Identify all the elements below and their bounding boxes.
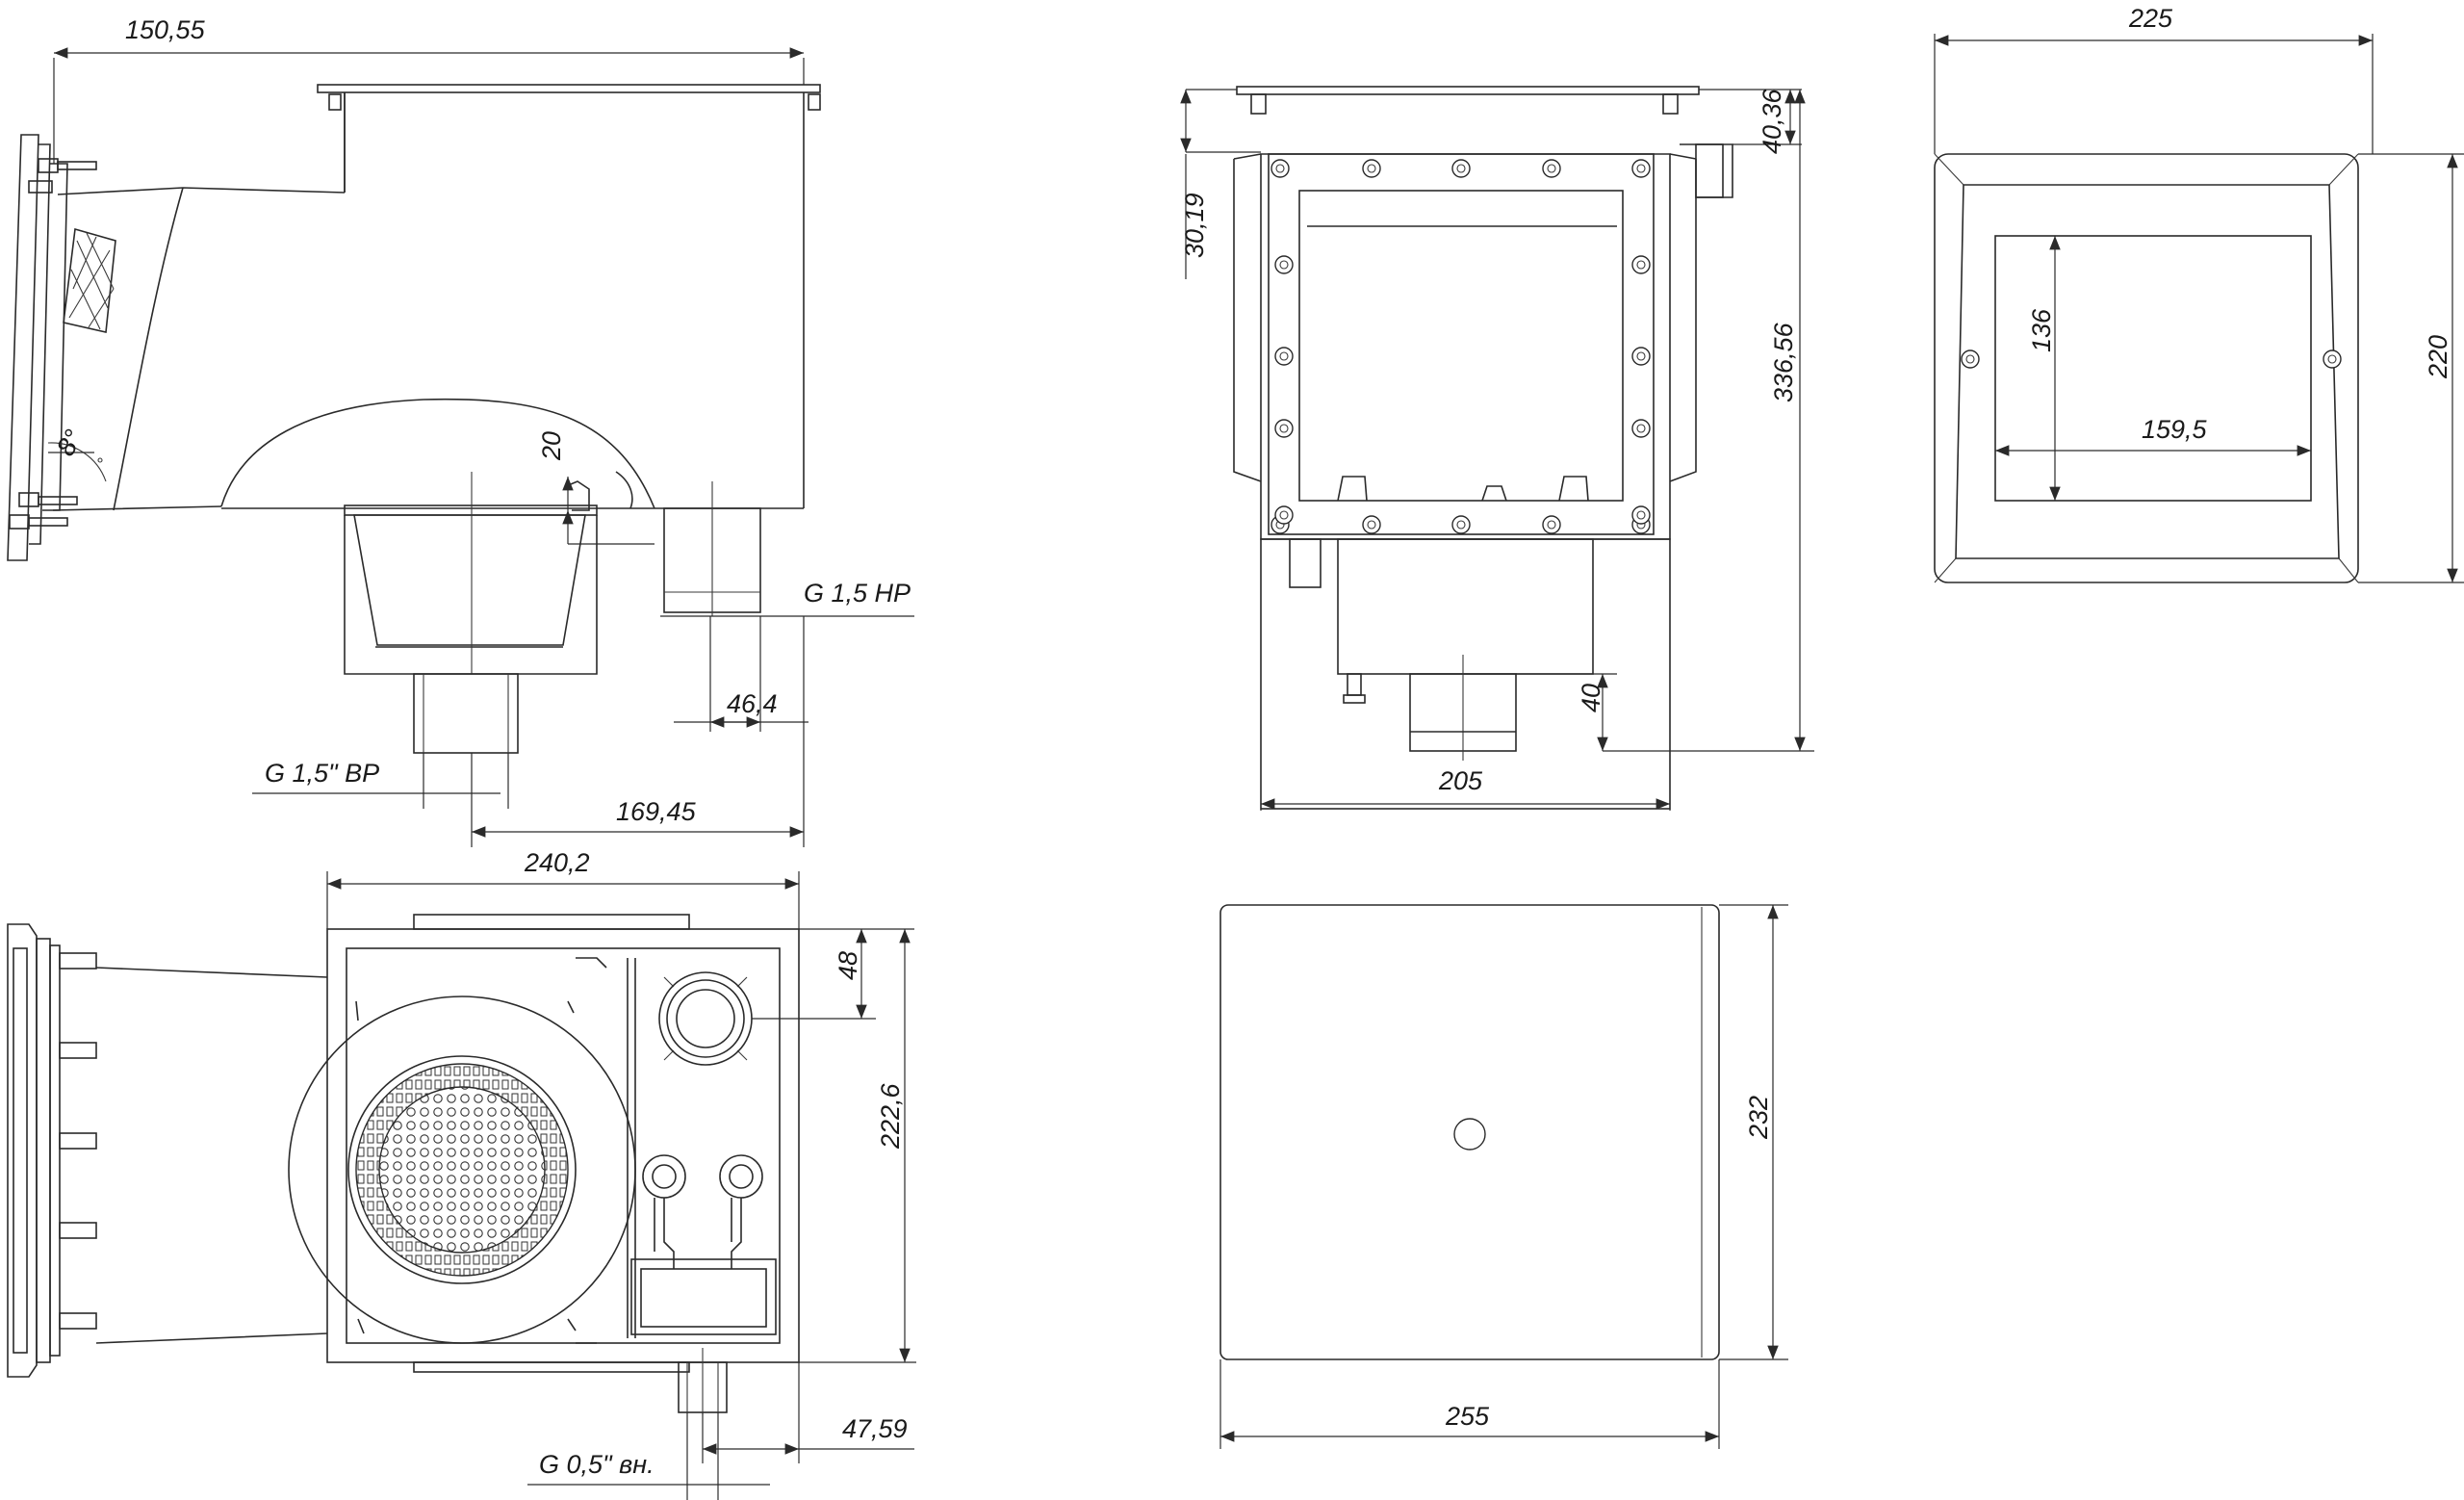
label-thread-hp: G 1,5 НР — [804, 579, 911, 608]
bolt-hole-inner — [1367, 520, 1376, 530]
bolt-hole — [1274, 419, 1294, 438]
bolt-hole — [1631, 505, 1651, 525]
bolt-hole-inner — [1636, 260, 1646, 270]
bolt-hole — [1451, 515, 1471, 534]
dim-40-36: 40,36 — [1758, 88, 1786, 154]
bolt-hole-inner — [1547, 520, 1556, 530]
bolt-hole-inner — [1456, 164, 1466, 173]
bolt-hole-inner — [1275, 164, 1285, 173]
dim-222-6: 222,6 — [876, 1082, 905, 1150]
bolt-hole-inner — [1279, 510, 1289, 520]
bolt-hole-inner — [1636, 164, 1646, 173]
label-thread-vn: G 0,5" вн. — [539, 1450, 654, 1479]
flange-plate-view — [1934, 153, 2359, 583]
bolt-hole — [1631, 159, 1651, 178]
bolt-hole-inner — [1636, 510, 1646, 520]
dim-159-5: 159,5 — [2142, 415, 2208, 444]
flange-plate-dimensions: 225 220 136 159,5 — [1934, 4, 2464, 583]
bolt-hole — [1631, 255, 1651, 274]
front-view-dimensions: 30,19 40,36 336,56 40 205 — [1180, 88, 1814, 811]
bolt-hole — [1631, 347, 1651, 366]
top-view — [7, 914, 800, 1415]
bolt-hole — [1362, 159, 1381, 178]
bolt-hole — [1274, 505, 1294, 525]
side-section-view: 8° — [7, 84, 821, 754]
bolt-hole-inner — [1456, 520, 1466, 530]
bolt-hole — [1542, 515, 1561, 534]
dim-150-55: 150,55 — [125, 15, 206, 44]
bolt-hole — [1542, 159, 1561, 178]
label-thread-bp: G 1,5" ВР — [265, 759, 379, 788]
bolt-hole-inner — [1547, 164, 1556, 173]
dim-20: 20 — [537, 431, 566, 461]
dim-169-45: 169,45 — [616, 797, 697, 826]
lid-dimensions: 232 255 — [1219, 904, 1788, 1449]
dim-220: 220 — [2424, 335, 2452, 379]
bolt-hole — [1362, 515, 1381, 534]
svg-text:8°: 8° — [51, 425, 89, 461]
dim-30-19: 30,19 — [1180, 193, 1209, 258]
bolt-hole-inner — [1279, 424, 1289, 433]
bolt-hole-inner — [1279, 260, 1289, 270]
bolt-hole — [1631, 419, 1651, 438]
dim-240-2: 240,2 — [524, 848, 590, 877]
dim-232: 232 — [1744, 1096, 1773, 1140]
dim-205: 205 — [1438, 766, 1483, 795]
front-view-bolts — [1270, 159, 1651, 534]
bolt-hole — [1270, 159, 1290, 178]
side-section-dimensions: 150,55 20 G 1,5 НР 46,4 G 1,5" ВР 169,45 — [53, 15, 914, 847]
front-view — [1233, 86, 1733, 810]
bolt-hole-inner — [1279, 351, 1289, 361]
dim-225: 225 — [2128, 4, 2173, 33]
bolt-hole-inner — [1636, 424, 1646, 433]
dim-46-4: 46,4 — [727, 689, 778, 718]
dim-47-59: 47,59 — [842, 1414, 908, 1443]
bolt-hole-inner — [1367, 164, 1376, 173]
dim-336-56: 336,56 — [1769, 322, 1798, 402]
dim-40: 40 — [1577, 684, 1605, 712]
dim-48: 48 — [834, 951, 862, 980]
bolt-hole — [1451, 159, 1471, 178]
top-view-dimensions: 240,2 48 222,6 47,59 G 0,5" вн. — [326, 848, 916, 1500]
bolt-hole-inner — [1636, 351, 1646, 361]
bolt-hole — [1274, 255, 1294, 274]
bolt-hole — [1274, 347, 1294, 366]
lid-view — [1219, 904, 1720, 1360]
dim-136: 136 — [2027, 308, 2056, 352]
dim-255: 255 — [1445, 1402, 1490, 1431]
